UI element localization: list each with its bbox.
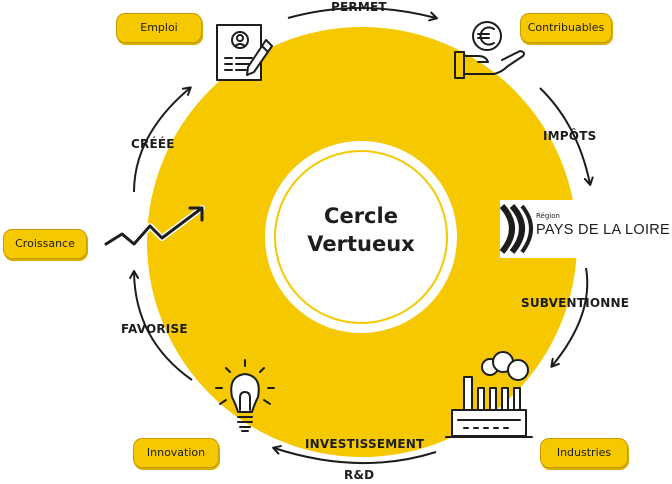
region-logo-name: PAYS DE LA LOIRE [536,222,671,238]
arrow-investissement [272,445,437,465]
euro-hand-icon [454,21,525,79]
lightbulb-icon [215,359,275,432]
logo-notch [500,200,672,258]
factory-icon [445,351,533,438]
edge-label-impots: IMPÔTS [543,129,597,143]
center-title: Cercle Vertueux [283,202,439,258]
region-logo-small-text: Région [536,212,560,220]
contract-icon [216,24,273,81]
arrow-creee [133,86,192,193]
arrow-permet [287,7,438,22]
edge-label-creee: CRÉÉE [131,137,175,151]
node-industries: Industries [540,438,628,468]
node-contribuables: Contribuables [520,13,612,43]
center-title-line1: Cercle [324,204,398,228]
node-innovation: Innovation [133,438,219,468]
edge-label-favorise: FAVORISE [121,322,188,336]
region-logo [499,203,533,254]
growth-chart-icon [103,205,205,247]
center-inner-fill [279,155,443,319]
edge-label-subventionne: SUBVENTIONNE [521,296,630,310]
center-inner-ring [274,150,448,324]
edge-label-investissement: INVESTISSEMENT [305,437,425,451]
edge-label-rd: R&D [344,468,375,482]
center-title-line2: Vertueux [307,232,415,256]
node-croissance: Croissance [3,229,87,259]
node-emploi: Emploi [116,13,202,43]
arrow-subventionne [550,267,589,368]
arrow-favorise [129,270,193,381]
arrow-impots [539,87,594,186]
edge-label-permet: PERMET [331,0,387,14]
